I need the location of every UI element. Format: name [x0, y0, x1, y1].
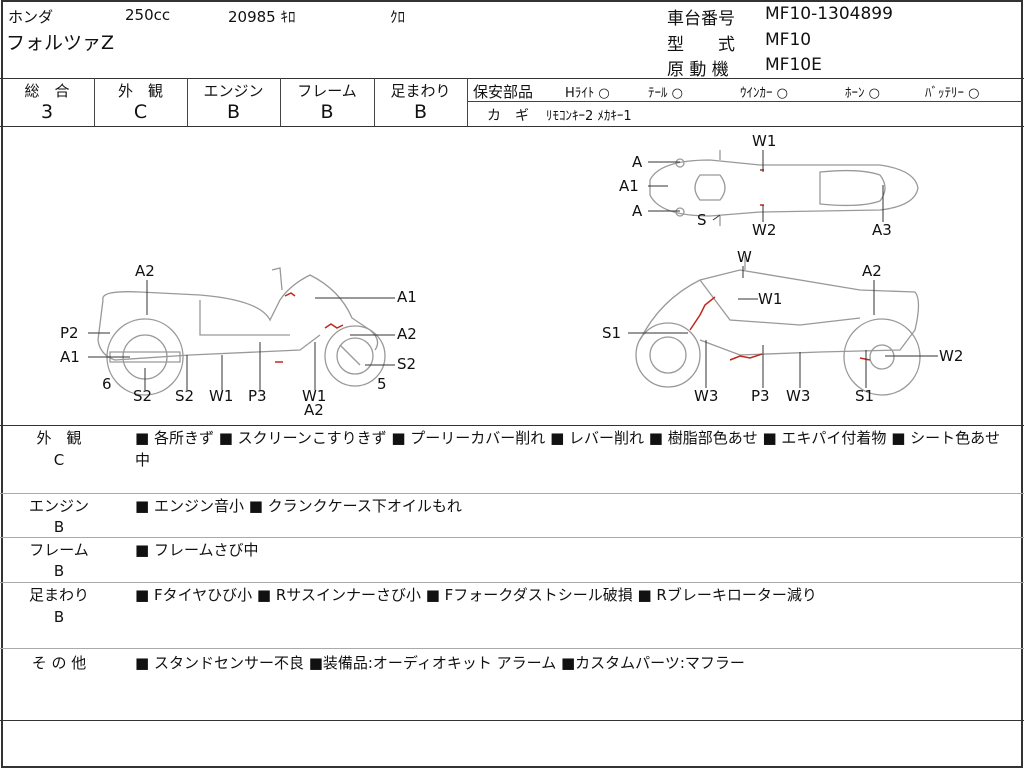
- section-frame-text: ■ フレームさび中: [135, 541, 259, 559]
- grade-label-exterior: 外 観: [117, 82, 163, 100]
- engine-label: 原 動 機: [667, 60, 729, 80]
- grade-label-suspension: 足まわり: [390, 82, 451, 100]
- damage-label: 6: [102, 375, 112, 393]
- safety-tail: ﾃｰﾙ ○: [648, 86, 683, 101]
- damage-label: W1: [302, 387, 327, 405]
- section-exterior-text: ■ 各所きず ■ スクリーンこすりきず ■ プーリーカバー削れ ■ レバー削れ …: [135, 429, 1001, 469]
- engine: MF10E: [765, 55, 822, 75]
- type: MF10: [765, 30, 812, 50]
- damage-label: A2: [397, 325, 417, 343]
- damage-label: S2: [133, 387, 153, 405]
- safety-label: 保安部品: [473, 83, 534, 101]
- section-frame-grade: B: [53, 562, 65, 580]
- damage-label: A1: [619, 177, 639, 195]
- damage-label: A2: [304, 401, 324, 419]
- damage-label: A3: [872, 221, 892, 239]
- damage-label: S2: [175, 387, 195, 405]
- mileage: 20985 ｷﾛ: [228, 8, 296, 26]
- section-other-text: ■ スタンドセンサー不良 ■装備品:オーディオキット アラーム ■カスタムパーツ…: [135, 654, 745, 672]
- damage-label: P3: [751, 387, 770, 405]
- model-name: フォルツァZ: [6, 32, 115, 54]
- section-suspension-label: 足まわり: [28, 586, 89, 604]
- keys-label: カ ギ: [487, 108, 529, 124]
- grade-value-exterior: C: [133, 101, 148, 123]
- grade-value-suspension: B: [413, 101, 428, 123]
- scooter-left-side: [97, 267, 386, 396]
- section-frame-label: フレーム: [29, 541, 89, 559]
- grade-label-overall: 総 合: [24, 82, 70, 100]
- frame-no-label: 車台番号: [667, 9, 735, 29]
- safety-battery: ﾊﾞｯﾃﾘｰ ○: [925, 86, 980, 101]
- divider: [0, 78, 1024, 79]
- section-other-label: そ の 他: [31, 654, 87, 672]
- type-label: 型 式: [667, 35, 735, 55]
- grade-label-engine: エンジン: [203, 82, 264, 100]
- damage-label: A: [632, 202, 643, 220]
- section-engine-text: ■ エンジン音小 ■ クランクケース下オイルもれ: [135, 497, 462, 515]
- damage-label: W2: [752, 221, 777, 239]
- damage-label: 5: [377, 375, 387, 393]
- damage-label: A2: [862, 262, 882, 280]
- damage-label: S1: [602, 324, 622, 342]
- damage-label: S1: [855, 387, 875, 405]
- damage-label: A1: [60, 348, 80, 366]
- damage-marks: [275, 169, 871, 363]
- safety-winker: ｳｲﾝｶｰ ○: [740, 86, 788, 101]
- displacement: 250cc: [125, 6, 171, 24]
- damage-label: A: [632, 153, 643, 171]
- color: ｸﾛ: [390, 8, 406, 26]
- damage-label: A1: [397, 288, 417, 306]
- grade-value-frame: B: [320, 101, 334, 123]
- damage-diagram: [88, 150, 938, 396]
- damage-label: W1: [209, 387, 234, 405]
- damage-label: W: [737, 248, 752, 266]
- damage-label: P2: [60, 324, 79, 342]
- frame-no: MF10-1304899: [765, 4, 893, 24]
- section-suspension-text: ■ Fタイヤひび小 ■ Rサスインナーさび小 ■ Fフォークダストシール破損 ■…: [135, 586, 817, 604]
- scooter-right-side: [635, 255, 921, 396]
- section-engine-grade: B: [53, 518, 65, 536]
- section-engine-label: エンジン: [28, 497, 89, 515]
- safety-horn: ﾎｰﾝ ○: [845, 86, 880, 101]
- damage-label: W2: [939, 347, 964, 365]
- damage-label: S: [697, 211, 707, 229]
- damage-label: W1: [758, 290, 783, 308]
- damage-label: S2: [397, 355, 417, 373]
- damage-label: A2: [135, 262, 155, 280]
- maker: ホンダ: [8, 8, 54, 26]
- grade-label-frame: フレーム: [297, 82, 357, 100]
- damage-label: W3: [786, 387, 811, 405]
- section-exterior-grade: C: [53, 451, 65, 469]
- damage-label: W3: [694, 387, 719, 405]
- section-suspension-grade: B: [53, 608, 65, 626]
- keys-value: ﾘﾓｺﾝｷｰ2 ﾒｶｷｰ1: [546, 109, 632, 124]
- damage-label: P3: [248, 387, 267, 405]
- damage-label: W1: [752, 132, 777, 150]
- section-exterior-label: 外 観: [36, 429, 82, 447]
- scooter-top-view: [649, 150, 919, 226]
- safety-headlight: Hﾗｲﾄ ○: [565, 86, 610, 101]
- grade-value-overall: 3: [40, 101, 54, 123]
- grade-value-engine: B: [226, 101, 241, 123]
